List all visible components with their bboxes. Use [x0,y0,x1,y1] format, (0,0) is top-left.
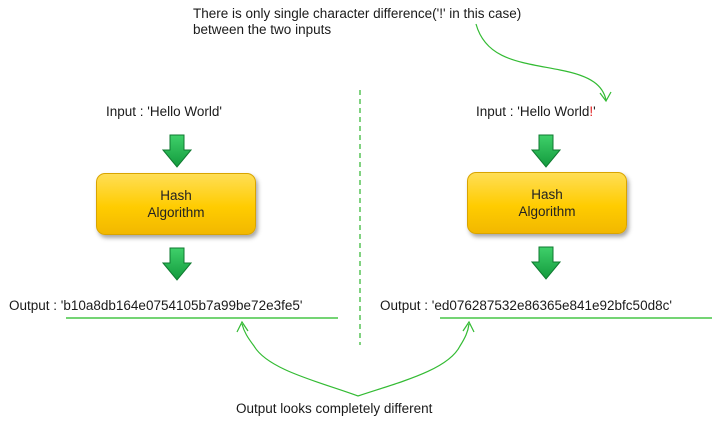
top-callout-arrow [475,23,607,101]
down-arrow-icon [531,246,561,280]
bottom-callout-right [357,323,470,397]
right-input-label: Input : 'Hello World!' [476,104,596,120]
right-input-suffix: ' [593,104,596,119]
difference-note: There is only single character differenc… [193,6,522,37]
bottom-callout-left [241,323,359,397]
bottom-callout-left-arrowhead [236,320,249,333]
right-output-label: Output : 'ed076287532e86365e841e92bfc50d… [380,298,672,313]
hash-box-line2: Algorithm [518,204,576,219]
right-hash-algorithm-box: Hash Algorithm [467,172,627,234]
right-input-prefix: Input : 'Hello World [476,104,590,119]
highlighted-exclamation: ! [589,104,594,119]
output-difference-note: Output looks completely different [236,401,433,416]
top-callout-arrowhead [599,91,612,103]
left-hash-algorithm-box: Hash Algorithm [96,173,256,235]
hash-box-line1: Hash [160,188,192,203]
down-arrow-icon [162,247,192,281]
bottom-callout-right-arrowhead [462,320,475,333]
down-arrow-icon [531,134,561,168]
down-arrow-icon [162,134,192,168]
left-input-label: Input : 'Hello World' [106,104,222,119]
hash-box-line2: Algorithm [147,205,205,220]
hash-box-line1: Hash [531,187,563,202]
left-output-label: Output : 'b10a8db164e0754105b7a99be72e3f… [9,298,303,313]
